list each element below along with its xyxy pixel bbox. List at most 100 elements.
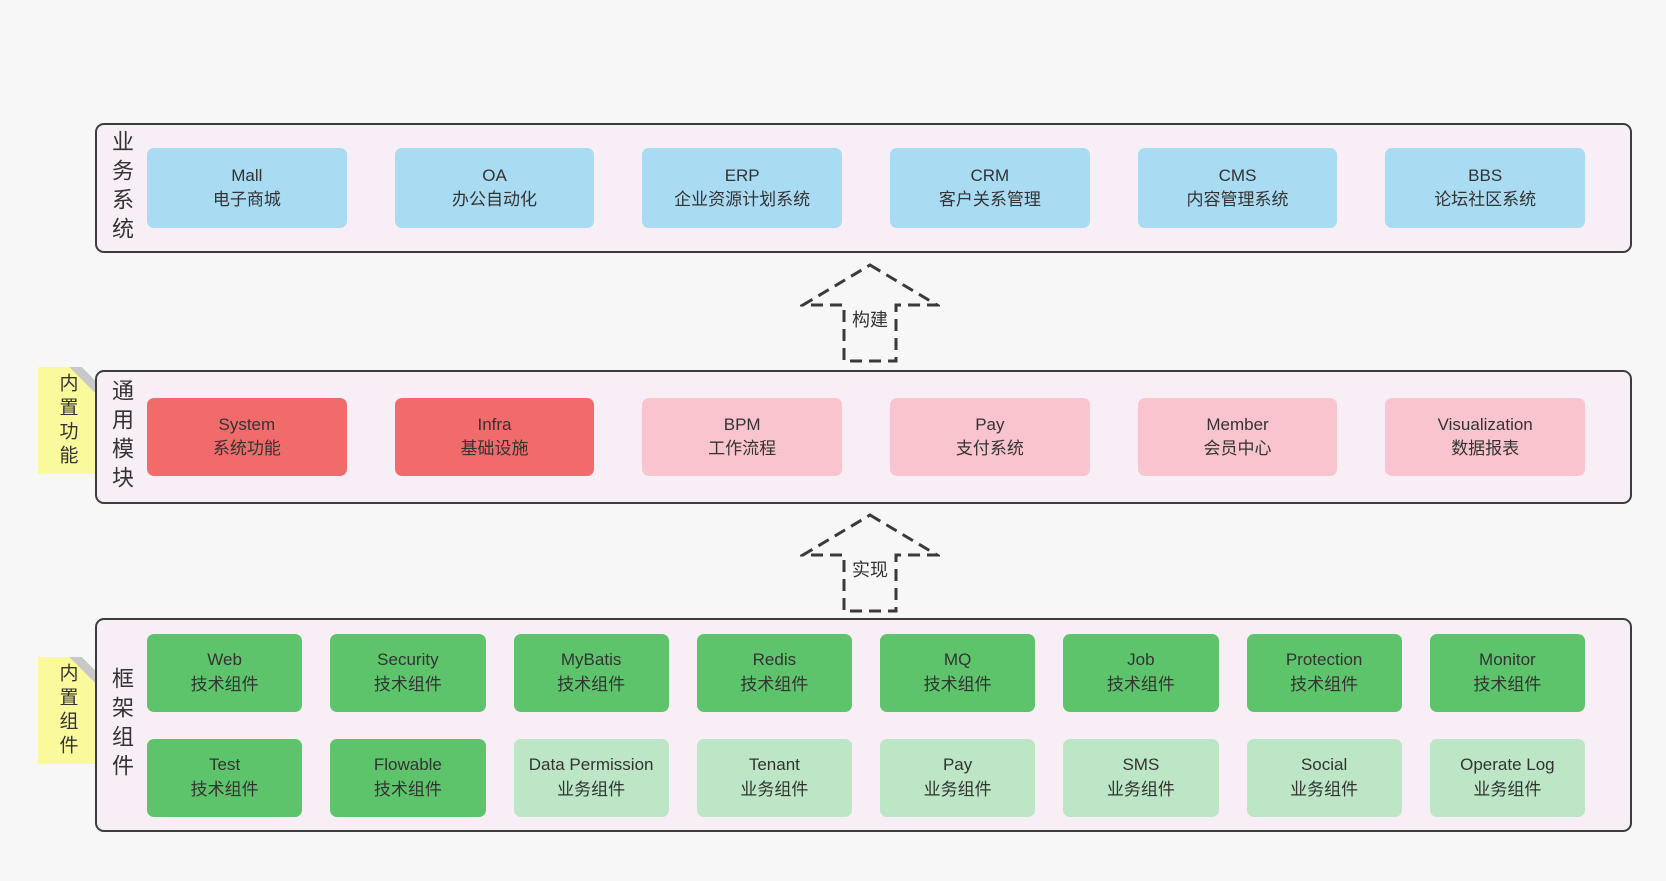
box-subtitle: 业务组件 — [923, 779, 992, 799]
box-subtitle: 论坛社区系统 — [1434, 190, 1537, 209]
box-title: Protection — [1285, 650, 1363, 670]
box-subtitle: 客户关系管理 — [938, 190, 1041, 209]
box-title: Test — [209, 755, 241, 775]
box-title: ERP — [724, 165, 760, 185]
box-title: Redis — [752, 650, 797, 670]
box-redis: Redis 技术组件 — [696, 633, 852, 712]
box-title: Social — [1300, 755, 1348, 775]
box-mall: Mall 电子商城 — [147, 148, 347, 228]
box-member: Member 会员中心 — [1137, 398, 1338, 476]
box-title: CMS — [1218, 165, 1257, 185]
box-title: Flowable — [373, 755, 442, 775]
box-crm: CRM 客户关系管理 — [890, 148, 1090, 228]
box-title: Operate Log — [1460, 755, 1555, 775]
implement-arrow-label: 实现 — [850, 556, 890, 582]
box-pay: Pay 支付系统 — [890, 398, 1090, 476]
box-subtitle: 技术组件 — [190, 779, 259, 799]
box-subtitle: 业务组件 — [740, 779, 809, 799]
business-systems-boxes: Mall 电子商城 OA 办公自动化 ERP 企业资源计划系统 CRM 客户关系管理 CMS 内容… — [147, 148, 1586, 228]
sticky-note-built-in-components: 内置组件 — [38, 657, 96, 764]
build-arrow-label: 构建 — [850, 306, 890, 332]
box-title: Pay — [975, 414, 1005, 434]
box-subtitle: 企业资源计划系统 — [674, 190, 811, 209]
box-bbs: BBS 论坛社区系统 — [1385, 148, 1586, 228]
box-title: Web — [207, 650, 242, 670]
box-title: Mall — [231, 165, 263, 185]
box-sms: SMS 业务组件 — [1063, 738, 1219, 817]
box-subtitle: 基础设施 — [460, 439, 529, 458]
framework-components-label: 框架组件 — [109, 667, 134, 783]
box-monitor: Monitor 技术组件 — [1429, 633, 1585, 712]
box-subtitle: 数据报表 — [1451, 439, 1520, 458]
box-visualization: Visualization 数据报表 — [1385, 398, 1586, 476]
box-subtitle: 业务组件 — [1106, 779, 1175, 799]
common-modules-boxes: System 系统功能 Infra 基础设施 BPM 工作流程 Pay 支付系统 Member 会… — [147, 398, 1586, 476]
box-social: Social 业务组件 — [1246, 738, 1402, 817]
implement-arrow: 实现 — [800, 512, 940, 614]
box-erp: ERP 企业资源计划系统 — [642, 148, 843, 228]
box-system: System 系统功能 — [147, 398, 347, 476]
box-subtitle: 支付系统 — [955, 439, 1024, 458]
box-subtitle: 业务组件 — [1473, 779, 1542, 799]
box-title: Visualization — [1437, 414, 1533, 434]
box-subtitle: 技术组件 — [373, 779, 442, 799]
box-mybatis: MyBatis 技术组件 — [513, 633, 669, 712]
box-title: MyBatis — [560, 650, 622, 670]
box-subtitle: 技术组件 — [557, 674, 626, 694]
box-subtitle: 系统功能 — [212, 439, 281, 458]
box-subtitle: 办公自动化 — [452, 190, 537, 209]
box-operate-log: Operate Log 业务组件 — [1429, 738, 1585, 817]
box-subtitle: 技术组件 — [923, 674, 992, 694]
box-subtitle: 技术组件 — [740, 674, 809, 694]
box-bpm: BPM 工作流程 — [642, 398, 843, 476]
box-subtitle: 会员中心 — [1203, 439, 1272, 458]
box-test: Test 技术组件 — [147, 738, 303, 817]
box-data-permission: Data Permission 业务组件 — [513, 738, 669, 817]
box-subtitle: 技术组件 — [1290, 674, 1359, 694]
box-title: OA — [482, 165, 507, 185]
box-subtitle: 技术组件 — [1473, 674, 1542, 694]
box-title: CRM — [970, 165, 1010, 185]
box-oa: OA 办公自动化 — [394, 148, 595, 228]
sticky-note-built-in-features: 内置功能 — [38, 367, 96, 474]
box-job: Job 技术组件 — [1063, 633, 1219, 712]
box-title: MQ — [943, 650, 972, 670]
box-subtitle: 技术组件 — [1106, 674, 1175, 694]
box-security: Security 技术组件 — [330, 633, 486, 712]
box-tenant: Tenant 业务组件 — [696, 738, 852, 817]
box-pay: Pay 业务组件 — [880, 738, 1036, 817]
box-title: Member — [1206, 414, 1269, 434]
box-subtitle: 内容管理系统 — [1186, 190, 1289, 209]
business-systems-label: 业务系统 — [109, 130, 134, 246]
box-title: Monitor — [1479, 650, 1536, 670]
box-web: Web 技术组件 — [147, 633, 303, 712]
box-title: Data Permission — [528, 755, 654, 775]
box-infra: Infra 基础设施 — [394, 398, 595, 476]
box-title: BBS — [1468, 165, 1503, 185]
box-subtitle: 电子商城 — [212, 190, 281, 209]
box-title: SMS — [1122, 755, 1160, 775]
build-arrow: 构建 — [800, 262, 940, 364]
box-cms: CMS 内容管理系统 — [1137, 148, 1338, 228]
box-subtitle: 工作流程 — [708, 439, 777, 458]
box-title: Job — [1127, 650, 1155, 670]
box-title: Infra — [477, 414, 512, 434]
box-title: Security — [377, 650, 439, 670]
box-subtitle: 技术组件 — [373, 674, 442, 694]
box-title: System — [218, 414, 276, 434]
box-flowable: Flowable 技术组件 — [330, 738, 486, 817]
business-systems-panel: 业务系统 Mall 电子商城 OA 办公自动化 ERP 企业资源计划系统 CRM 客户关系管理… — [95, 123, 1632, 253]
box-subtitle: 业务组件 — [1290, 779, 1359, 799]
box-title: Tenant — [748, 755, 800, 775]
box-subtitle: 业务组件 — [557, 779, 626, 799]
box-title: BPM — [723, 414, 761, 434]
box-title: Pay — [942, 755, 973, 775]
box-subtitle: 技术组件 — [190, 674, 259, 694]
box-mq: MQ 技术组件 — [880, 633, 1036, 712]
box-protection: Protection 技术组件 — [1246, 633, 1402, 712]
